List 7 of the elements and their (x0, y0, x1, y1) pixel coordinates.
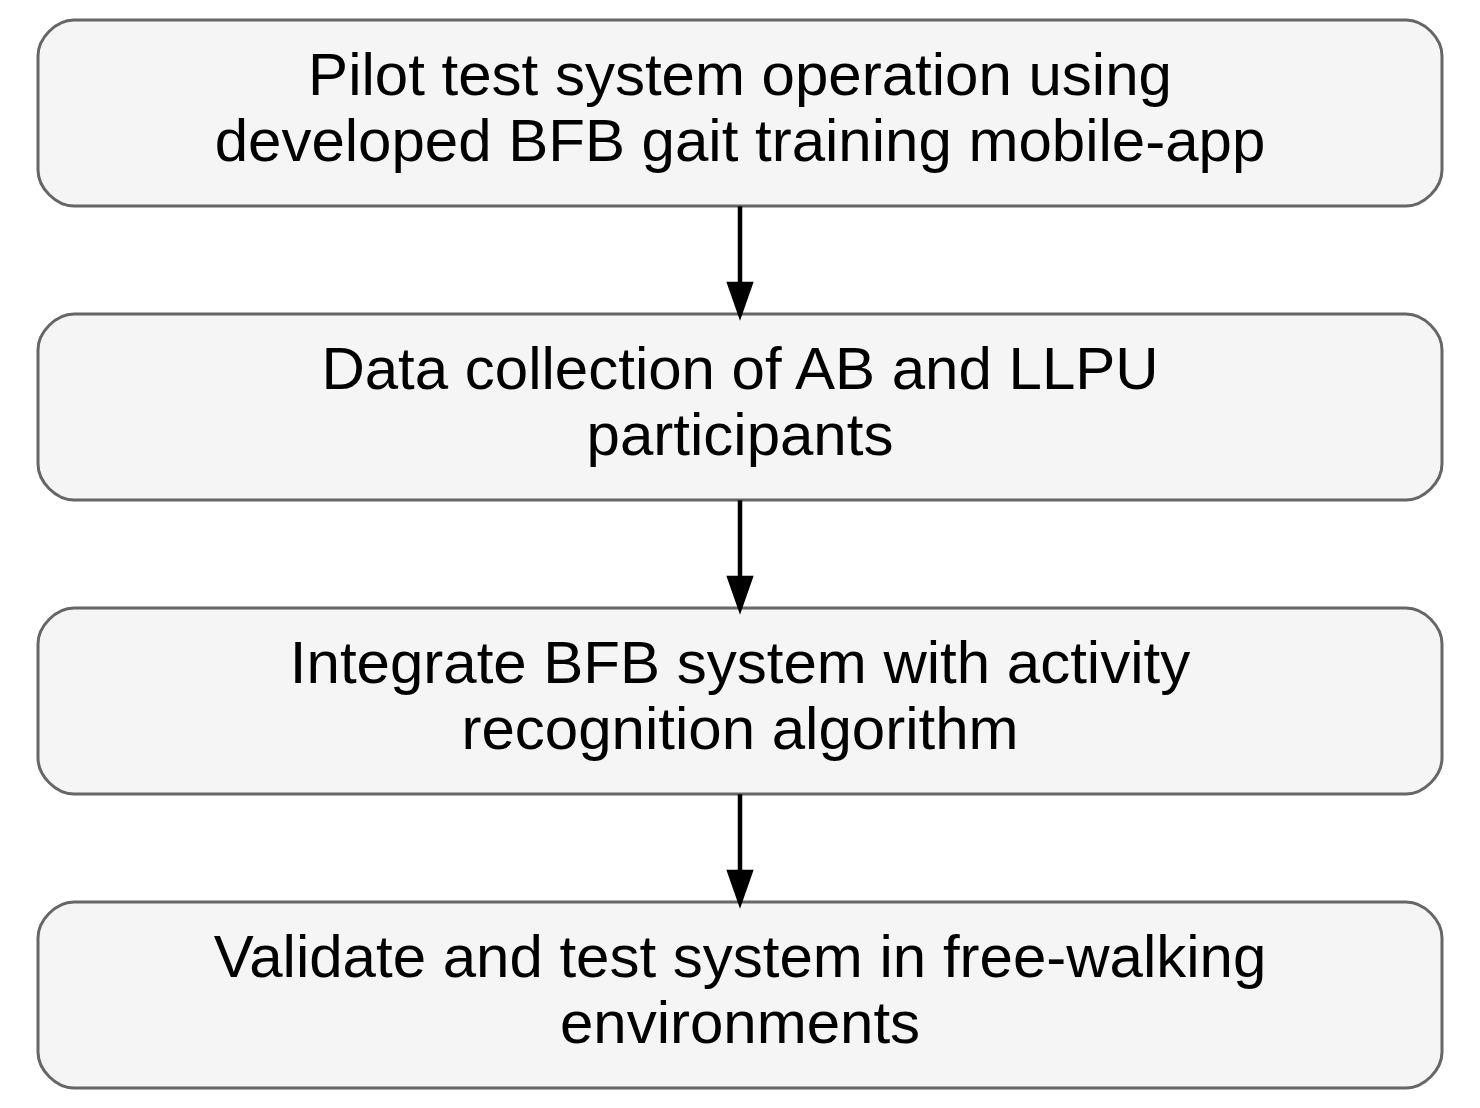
node-box: Integrate BFB system with activity recognition algorithm (36, 606, 1444, 796)
arrow (726, 500, 754, 615)
arrow (726, 794, 754, 909)
arrow (726, 206, 754, 321)
node-box: Pilot test system operation using developed BFB gait training mobile-app (36, 18, 1444, 208)
node-box: Validate and test system in free-walking environments (36, 900, 1444, 1090)
node-box: Data collection of AB and LLPU participants (36, 312, 1444, 502)
